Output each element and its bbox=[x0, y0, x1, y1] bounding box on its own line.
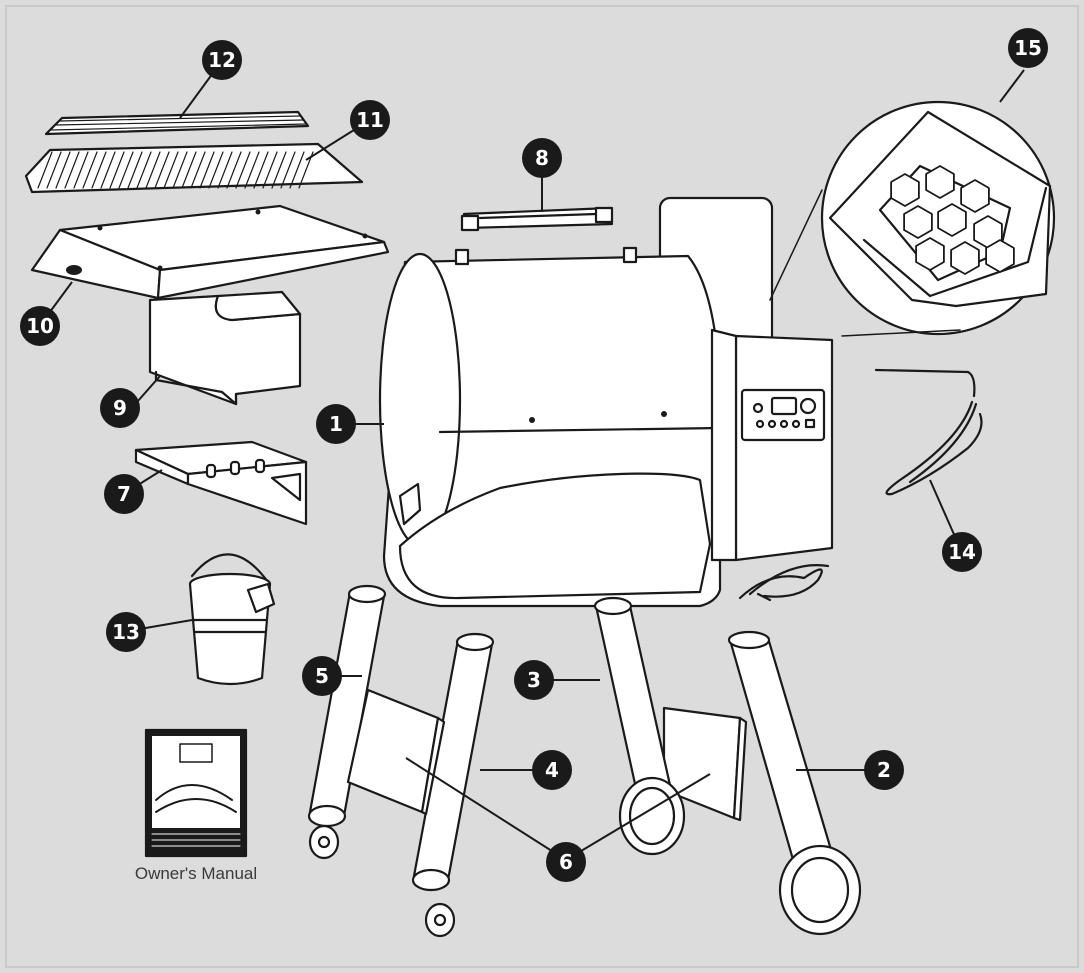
svg-text:10: 10 bbox=[26, 314, 54, 338]
callouts: 12 11 8 15 10 9 1 7 bbox=[20, 28, 1048, 882]
callout-15: 15 bbox=[1008, 28, 1048, 68]
part-grill-barrel bbox=[378, 196, 774, 608]
svg-text:14: 14 bbox=[948, 540, 976, 564]
svg-text:2: 2 bbox=[877, 758, 891, 782]
svg-text:9: 9 bbox=[113, 396, 127, 420]
callout-1: 1 bbox=[316, 404, 356, 444]
callout-9: 9 bbox=[100, 388, 140, 428]
part-lid-handle bbox=[460, 206, 614, 232]
svg-text:4: 4 bbox=[545, 758, 559, 782]
part-grease-drain-pan bbox=[30, 204, 390, 300]
callout-7: 7 bbox=[104, 474, 144, 514]
owners-manual-caption: Owner's Manual bbox=[134, 864, 258, 883]
part-grease-bucket bbox=[188, 553, 276, 686]
callout-10: 10 bbox=[20, 306, 60, 346]
part-main-grill-grate bbox=[24, 142, 364, 194]
svg-text:15: 15 bbox=[1014, 36, 1042, 60]
callout-12: 12 bbox=[202, 40, 242, 80]
part-pellet-hopper bbox=[710, 328, 834, 602]
part-leg-caster-rear bbox=[307, 584, 387, 860]
callout-5: 5 bbox=[302, 656, 342, 696]
part-leg-wheel-left bbox=[593, 596, 686, 856]
callout-13: 13 bbox=[106, 612, 146, 652]
svg-text:8: 8 bbox=[535, 146, 549, 170]
svg-text:3: 3 bbox=[527, 668, 541, 692]
part-leg-wheel-right bbox=[727, 630, 862, 936]
part-meat-probe bbox=[874, 368, 983, 496]
svg-text:12: 12 bbox=[208, 48, 236, 72]
part-shelf-bracket bbox=[134, 440, 308, 526]
part-small-grill-grate bbox=[44, 110, 310, 136]
owners-manual bbox=[144, 728, 248, 858]
svg-text:11: 11 bbox=[356, 108, 384, 132]
svg-text:13: 13 bbox=[112, 620, 140, 644]
callout-8: 8 bbox=[522, 138, 562, 178]
callout-11: 11 bbox=[350, 100, 390, 140]
callout-2: 2 bbox=[864, 750, 904, 790]
svg-text:6: 6 bbox=[559, 850, 573, 874]
callout-4: 4 bbox=[532, 750, 572, 790]
svg-text:5: 5 bbox=[315, 664, 329, 688]
callout-3: 3 bbox=[514, 660, 554, 700]
part-heat-baffle bbox=[148, 290, 302, 406]
callout-6: 6 bbox=[546, 842, 586, 882]
callout-14: 14 bbox=[942, 532, 982, 572]
svg-text:7: 7 bbox=[117, 482, 131, 506]
part-hopper-grate-inset bbox=[769, 100, 1056, 337]
diagram-frame bbox=[5, 5, 1079, 968]
svg-text:1: 1 bbox=[329, 412, 343, 436]
